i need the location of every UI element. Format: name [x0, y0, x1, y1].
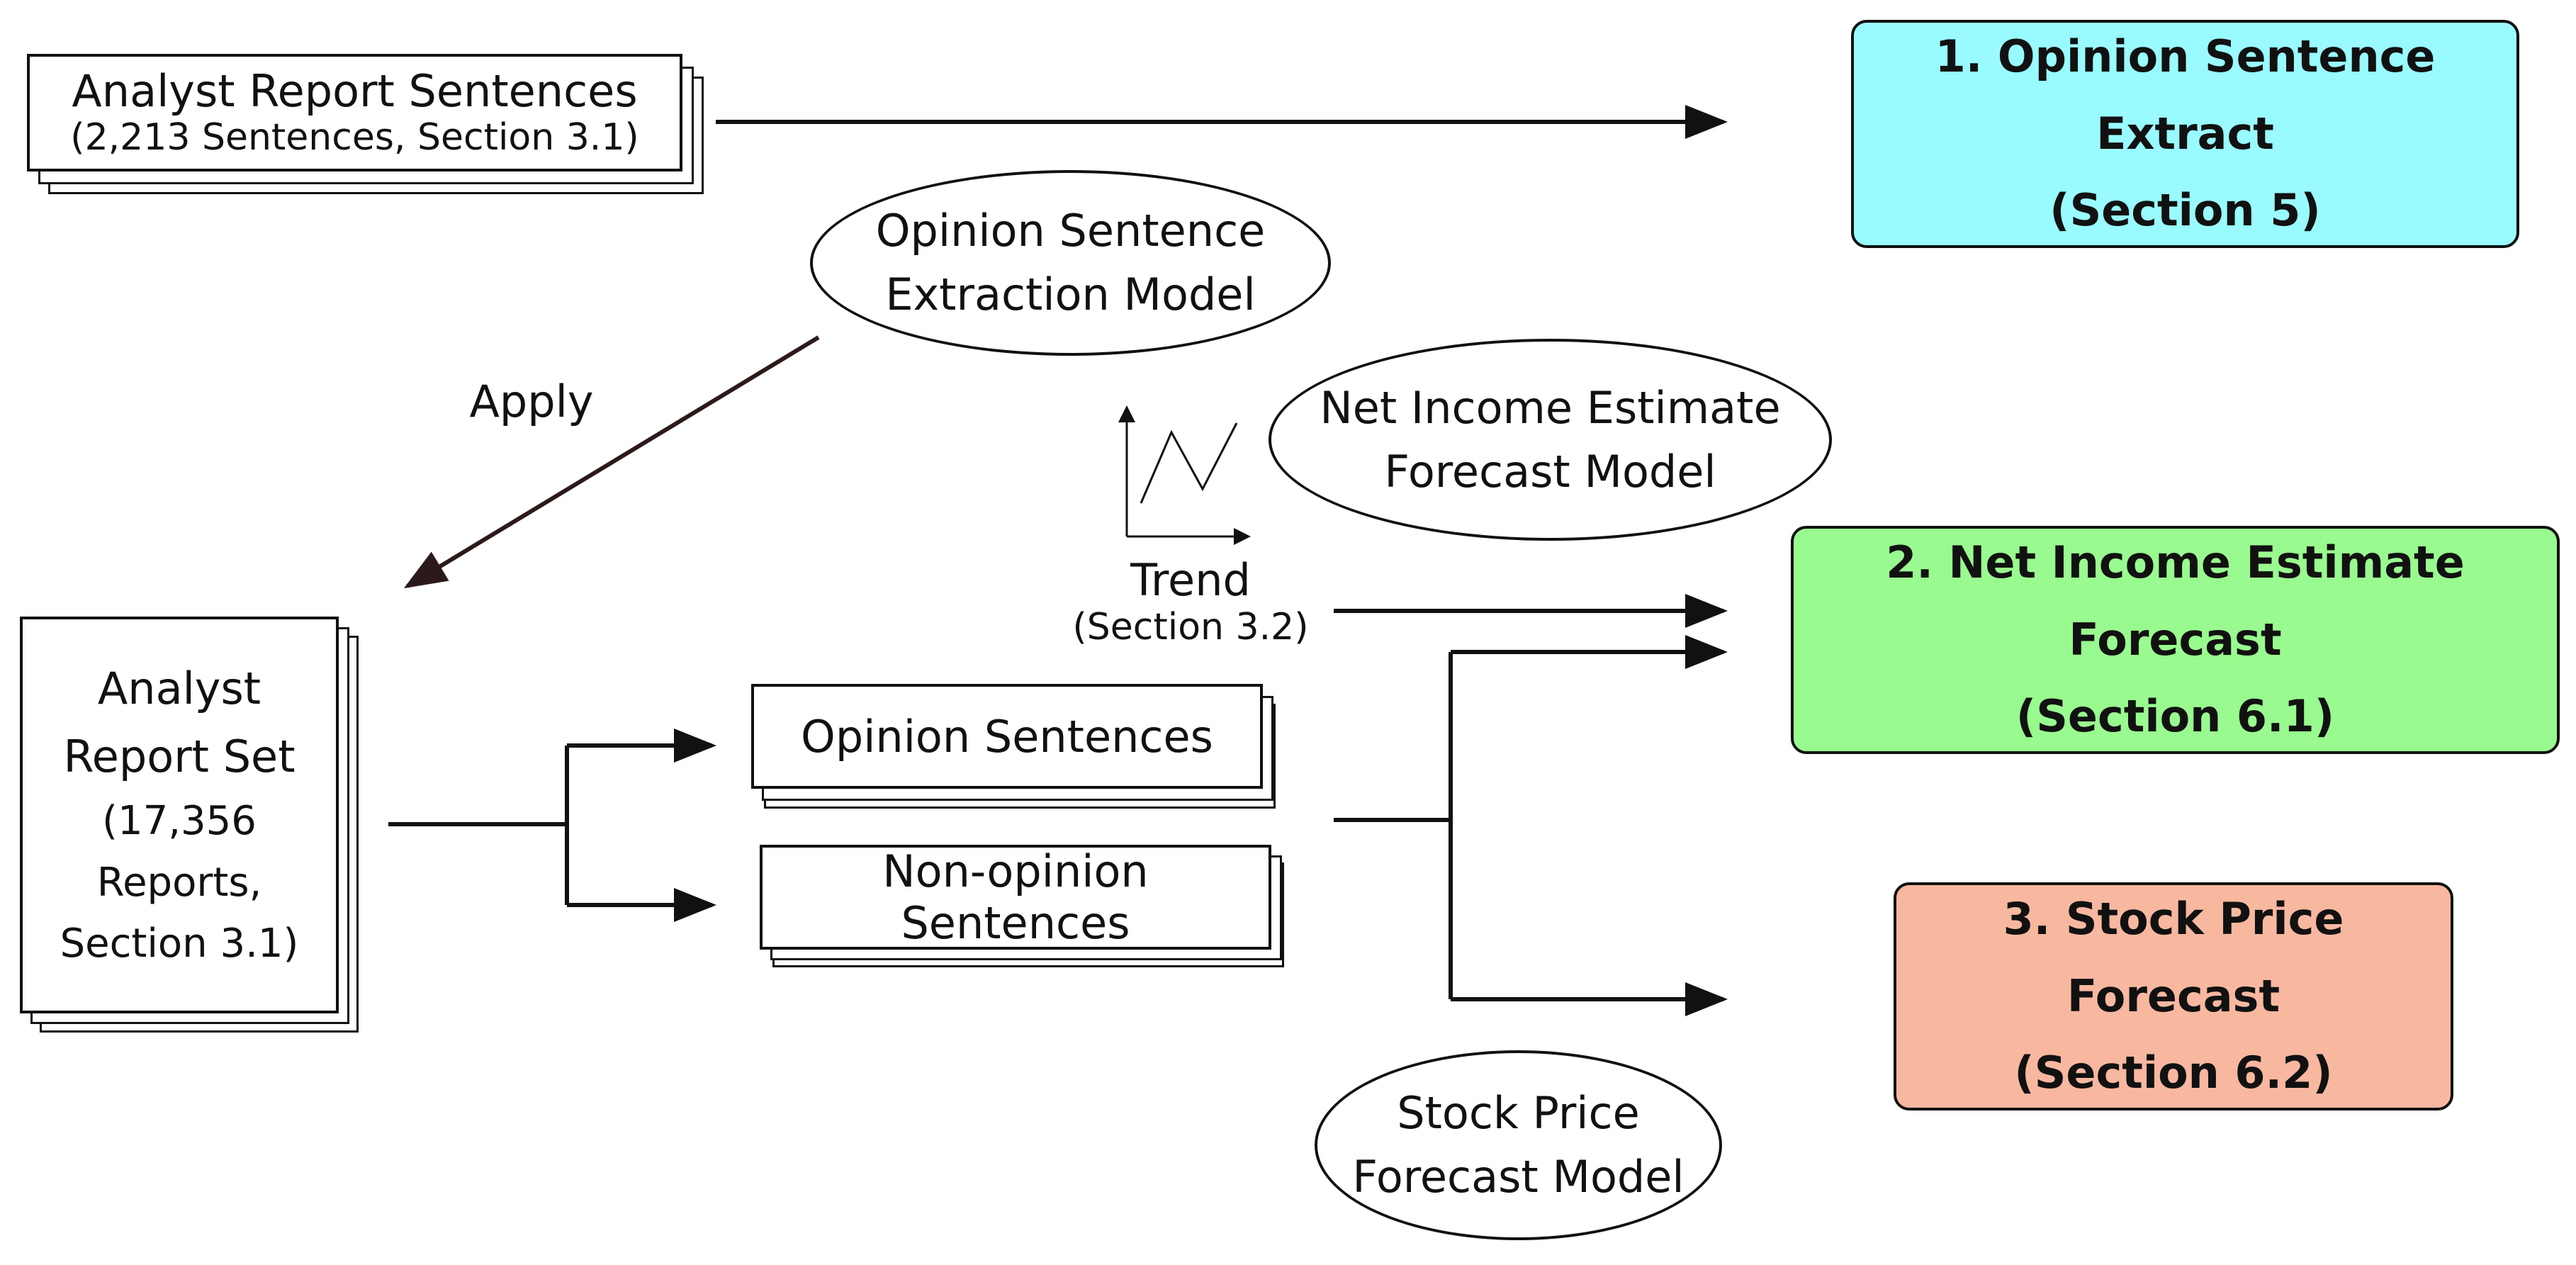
- non-opinion-sentences-box: Non-opinion Sentences: [760, 845, 1271, 950]
- opinion-extraction-model-line2: Extraction Model: [885, 269, 1256, 320]
- opinion-sentences-label: Opinion Sentences: [801, 710, 1213, 763]
- result2-section: (Section 6.1): [2015, 690, 2335, 743]
- opinion-extraction-model-line1: Opinion Sentence: [875, 205, 1266, 257]
- report-set-line1: Analyst: [97, 662, 261, 714]
- result3-title: 3. Stock Price Forecast: [2003, 893, 2344, 1022]
- trend-chart-icon: [1118, 405, 1251, 545]
- report-set-line4: Section 3.1): [60, 921, 299, 967]
- opinion-extraction-model: Opinion Sentence Extraction Model: [810, 170, 1331, 356]
- stock-price-forecast-model-line2: Forecast Model: [1352, 1151, 1684, 1203]
- non-opinion-sentences-label: Non-opinion Sentences: [882, 845, 1149, 949]
- stock-price-forecast-model-line1: Stock Price: [1397, 1087, 1640, 1140]
- analyst-report-sentences-sub: (2,213 Sentences, Section 3.1): [70, 116, 639, 159]
- net-income-forecast-model-line2: Forecast Model: [1384, 445, 1716, 497]
- arrow-apply-model-to-reports: [403, 335, 820, 589]
- trend-label: Trend: [1130, 554, 1251, 606]
- report-set-line3: (17,356 Reports,: [96, 797, 262, 906]
- opinion-sentences-box: Opinion Sentences: [751, 684, 1263, 789]
- result1-section: (Section 5): [2049, 184, 2321, 237]
- analyst-report-sentences-box: Analyst Report Sentences (2,213 Sentence…: [27, 54, 682, 172]
- net-income-forecast-model: Net Income Estimate Forecast Model: [1269, 339, 1832, 541]
- connector-sentences-split: [1334, 652, 1453, 999]
- net-income-forecast-model-line1: Net Income Estimate: [1320, 381, 1781, 434]
- result-net-income-estimate-forecast: 2. Net Income Estimate Forecast (Section…: [1791, 526, 2560, 754]
- analyst-report-set-box: Analyst Report Set (17,356 Reports, Sect…: [20, 617, 339, 1013]
- result3-section: (Section 6.2): [2014, 1047, 2333, 1099]
- connector-reports-split: [388, 746, 569, 905]
- trend-section-label: (Section 3.2): [1072, 606, 1309, 648]
- result2-title: 2. Net Income Estimate Forecast: [1886, 536, 2465, 665]
- result1-title: 1. Opinion Sentence Extract: [1935, 30, 2436, 159]
- result-opinion-sentence-extract: 1. Opinion Sentence Extract (Section 5): [1851, 20, 2519, 248]
- result-stock-price-forecast: 3. Stock Price Forecast (Section 6.2): [1894, 882, 2453, 1111]
- report-set-line2: Report Set: [63, 730, 296, 782]
- analyst-report-sentences-title: Analyst Report Sentences: [72, 65, 638, 118]
- stock-price-forecast-model: Stock Price Forecast Model: [1315, 1050, 1722, 1240]
- apply-label: Apply: [469, 376, 594, 427]
